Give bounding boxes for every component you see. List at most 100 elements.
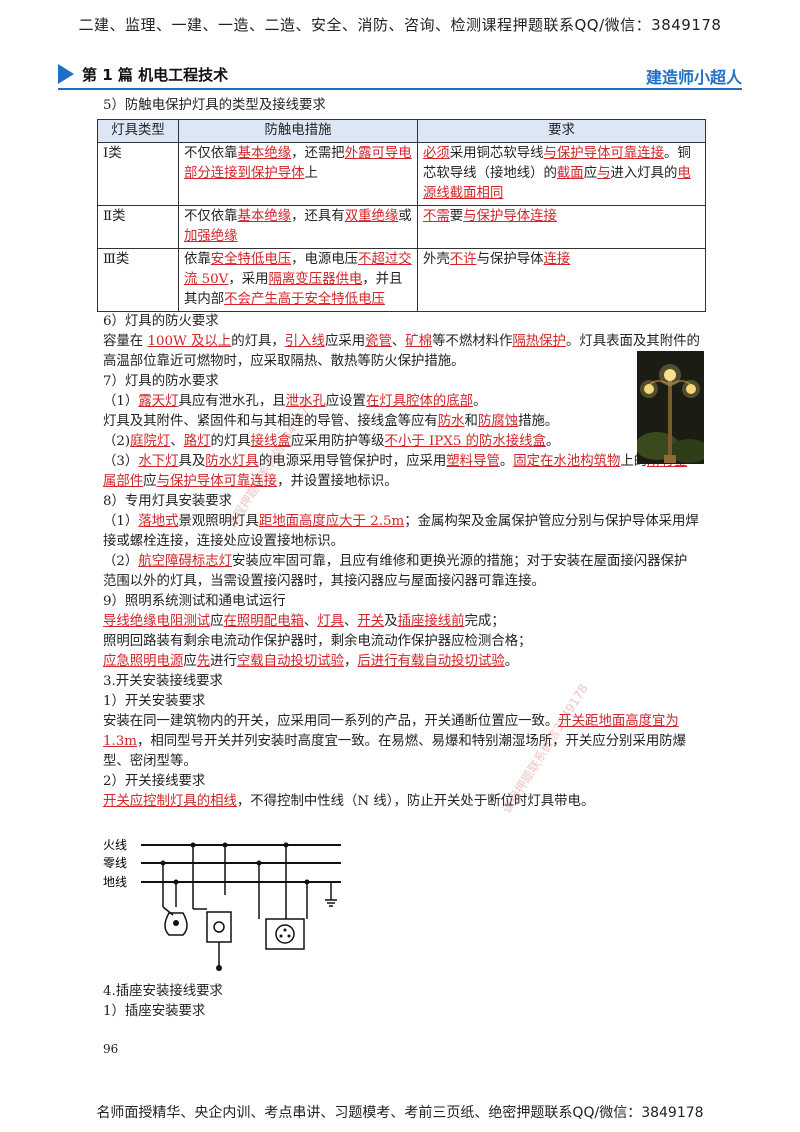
text-run: （3）	[103, 454, 139, 469]
table-cell: 外壳不许与保护导体连接	[417, 248, 706, 312]
section-heading: 5）防触电保护灯具的类型及接线要求	[103, 98, 326, 113]
text-run: 具及	[178, 454, 206, 469]
highlight-text: 必须	[423, 146, 450, 161]
highlight-text: 应急照明电源	[103, 654, 184, 669]
table-row: Ⅲ类 依靠安全特低电压，电源电压不超过交流 50V，采用隔离变压器供电，并且其内…	[97, 248, 706, 312]
highlight-text: 空载自动投切试验	[236, 654, 345, 669]
text-run: 。	[499, 454, 514, 469]
page-number: 96	[103, 1042, 119, 1056]
highlight-text: 开关距地面高度宜为 1.3m	[103, 714, 679, 749]
text-run: 要	[449, 209, 464, 224]
highlight-text: 插座接线前	[397, 614, 465, 629]
section-heading: 8）专用灯具安装要求	[103, 494, 233, 509]
highlight-text: 安全特低电压	[210, 252, 292, 267]
text-run: 。	[504, 654, 519, 669]
highlight-text: 在照明配电箱	[223, 614, 304, 629]
sub-heading: 1）开关安装要求	[103, 694, 206, 709]
text-run: ，并且其内部	[184, 272, 403, 307]
text-run: 的电源采用导管保护时，应采用	[258, 454, 447, 469]
table-cell: 依靠安全特低电压，电源电压不超过交流 50V，采用隔离变压器供电，并且其内部不会…	[178, 248, 418, 312]
highlight-text: 截面	[556, 166, 584, 181]
text-run: 容量在	[103, 334, 148, 349]
text-run: 、	[344, 614, 358, 629]
paragraph: （2）航空障碍标志灯安装应牢固可靠，且应有维修和更换光源的措施；对于安装在屋面接…	[103, 552, 700, 592]
highlight-text: 导线绝缘电阻测试	[103, 614, 211, 629]
page-header: 第 1 篇 机电工程技术 建造师小超人	[58, 60, 742, 90]
highlight-text: 在灯具腔体的底部	[365, 394, 474, 409]
highlight-text: 不需	[423, 209, 450, 224]
brand-name: 建造师小超人	[645, 68, 742, 87]
highlight-text: 连接	[543, 252, 571, 267]
table-cell: Ⅰ类	[97, 142, 179, 206]
paragraph: 应急照明电源应先进行空载自动投切试验，后进行有载自动投切试验。	[103, 652, 700, 672]
section-heading: 4.插座安装接线要求	[103, 984, 223, 999]
highlight-text: 双重绝缘	[344, 209, 399, 224]
text-run: 应设置	[325, 394, 366, 409]
highlight-text: 与保护导体可靠连接	[156, 474, 278, 489]
text-run: 等不燃材料作	[432, 334, 513, 349]
text-run: 。	[545, 434, 560, 449]
table-header: 要求	[417, 119, 706, 143]
highlight-text: 后进行有载自动投切试验	[357, 654, 505, 669]
paragraph: （1）露天灯具应有泄水孔，且泄水孔应设置在灯具腔体的底部。	[103, 392, 628, 412]
wire-label-live: 火线	[103, 838, 127, 852]
text-run: 和	[464, 414, 478, 429]
highlight-text: 路灯	[183, 434, 211, 449]
table-header-row: 灯具类型 防触电措施 要求	[97, 119, 706, 143]
triangle-icon	[58, 64, 74, 84]
paragraph: 灯具及其附件、紧固件和与其相连的导管、接线盒等应有防水和防腐蚀措施。	[103, 412, 628, 432]
sub-heading: 1）插座安装要求	[103, 1004, 206, 1019]
paragraph: 照明回路装有剩余电流动作保护器时，剩余电流动作保护器应检测合格；	[103, 634, 532, 649]
highlight-text: 基本绝缘	[237, 209, 292, 224]
highlight-text: 隔离变压器供电	[268, 272, 363, 287]
text-run: 依靠	[184, 252, 211, 267]
highlight-text: 航空障碍标志灯	[138, 554, 233, 569]
text-run: 不仅依靠	[184, 209, 238, 224]
highlight-text: 先	[196, 654, 211, 669]
section-4: 4.插座安装接线要求 1）插座安装要求	[103, 982, 700, 1022]
text-run: ，并设置接地标识。	[277, 474, 398, 489]
highlight-text: 与保护导体连接	[463, 209, 557, 224]
paragraph: 安装在同一建筑物内的开关，应采用同一系列的产品，开关通断位置应一致。开关距地面高…	[103, 712, 700, 772]
text-run: ，相同型号开关并列安装时高度宜一致。在易燃、易爆和特别潮湿场所，开关应分别采用防…	[103, 734, 687, 769]
lamp-type-table: 灯具类型 防触电措施 要求 Ⅰ类 不仅依靠基本绝缘，还需把外露可导电部分连接到保…	[97, 119, 706, 312]
text-run: 、	[170, 434, 184, 449]
text-run: 。灯具表面及其附件的高温部位靠近可燃物时，应采取隔热、散热等防火保护措施。	[103, 334, 700, 369]
text-run: ，电源电压	[291, 252, 359, 267]
switch-wiring-diagram: 火线 零线 地线	[103, 835, 363, 985]
text-run: （2）	[103, 554, 139, 569]
text-run: ，不得控制中性线（N 线），防止开关处于断位时灯具带电。	[236, 794, 595, 809]
text-run: 采用铜芯软导线	[449, 146, 544, 161]
table-header: 灯具类型	[97, 119, 179, 143]
chapter-title: 第 1 篇 机电工程技术	[82, 66, 229, 84]
text-run: ，	[344, 654, 358, 669]
text-run: 应采用防护等级	[290, 434, 385, 449]
section-heading: 3.开关安装接线要求	[103, 674, 223, 689]
table-header: 防触电措施	[178, 119, 418, 143]
highlight-text: 庭院灯	[130, 434, 171, 449]
text-run: 。	[473, 394, 487, 409]
highlight-text: 落地式	[138, 514, 179, 529]
highlight-text: 泄水孔	[285, 394, 326, 409]
top-banner: 二建、监理、一建、一造、二造、安全、消防、咨询、检测课程押题联系QQ/微信：38…	[78, 16, 722, 34]
highlight-text: 基本绝缘	[237, 146, 292, 161]
street-lamp-drawing	[637, 351, 704, 464]
table-cell: 不仅依靠基本绝缘，还具有双重绝缘或加强绝缘	[178, 205, 418, 249]
paragraph: 容量在 100W 及以上的灯具，引入线应采用瓷管、矿棉等不燃材料作隔热保护。灯具…	[103, 332, 700, 372]
highlight-text: 防水	[437, 414, 465, 429]
text-run: ，采用	[228, 272, 269, 287]
text-run: 应	[583, 166, 598, 181]
text-run: 景观照明灯具	[178, 514, 259, 529]
main-content: 5）防触电保护灯具的类型及接线要求 灯具类型 防触电措施 要求 Ⅰ类 不仅依靠基…	[97, 96, 706, 812]
text-run: 与保护导体	[476, 252, 544, 267]
highlight-text: 外露可导电部分连接到保护导体	[184, 146, 412, 181]
text-run: 灯具及其附件、紧固件和与其相连的导管、接线盒等应有	[103, 414, 438, 429]
highlight-text: 距地面高度应大于 2.5m	[258, 514, 405, 529]
highlight-text: 瓷管	[365, 334, 392, 349]
street-lamp-image	[637, 351, 704, 464]
highlight-text: 隔热保护	[512, 334, 566, 349]
text-run: 进行	[210, 654, 237, 669]
paragraph: 开关应控制灯具的相线，不得控制中性线（N 线），防止开关处于断位时灯具带电。	[103, 792, 700, 812]
wiring-drawing: 火线 零线 地线	[103, 838, 341, 971]
text-run: 上	[304, 166, 318, 181]
